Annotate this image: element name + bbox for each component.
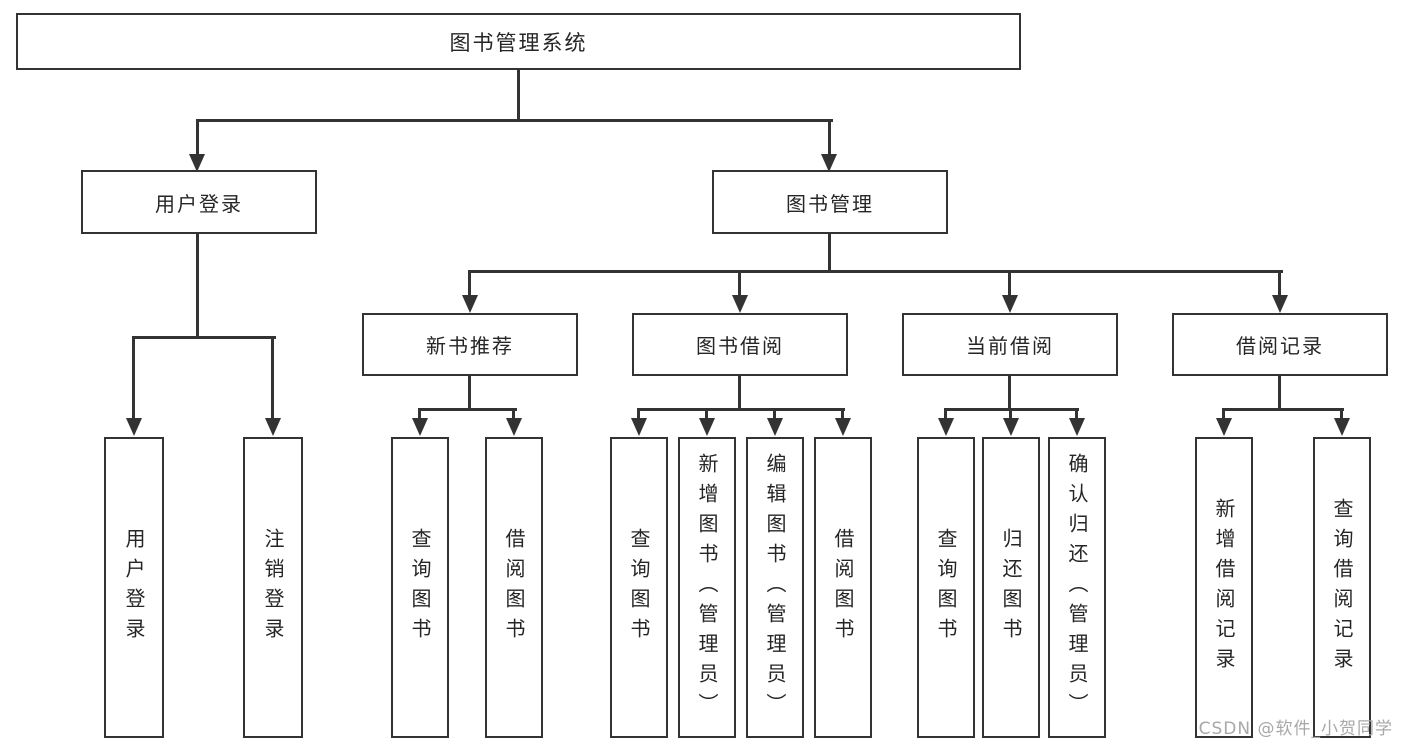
connector-line [468,376,471,410]
node-library-management-system: 图书管理系统 [16,13,1021,70]
connector-line [1075,408,1078,422]
node-logout-leaf: 注销登录 [243,437,303,738]
connector-line [705,408,708,422]
node-label: 用户登录 [155,191,243,216]
node-bb-add-books-admin: 新增图书（管理员） [678,437,736,738]
node-label: 新增借阅记录 [1212,497,1236,678]
node-label: 查询借阅记录 [1330,497,1354,678]
connector-line [1222,408,1344,411]
arrowhead-down-icon [189,154,205,172]
arrowhead-down-icon [835,418,851,436]
arrowhead-down-icon [938,418,954,436]
node-label: 借阅图书 [831,527,855,648]
node-label: 图书管理 [786,191,874,216]
csdn-watermark: CSDN @软件_小贺同学 [1198,719,1393,739]
connector-line [773,408,776,422]
connector-line [132,336,135,422]
arrowhead-down-icon [821,154,837,172]
connector-line [468,270,1283,273]
node-borrowing-records: 借阅记录 [1172,313,1388,376]
node-label: 当前借阅 [966,334,1054,358]
arrowhead-down-icon [506,418,522,436]
node-label: 新增图书（管理员） [695,452,719,723]
connector-line [517,70,520,120]
arrowhead-down-icon [265,418,281,436]
node-bb-edit-books-admin: 编辑图书（管理员） [746,437,804,738]
arrowhead-down-icon [1216,418,1232,436]
connector-line [1278,270,1281,298]
arrowhead-down-icon [732,295,748,313]
node-label: 借阅图书 [502,527,526,648]
arrowhead-down-icon [412,418,428,436]
node-cb-query-books: 查询图书 [917,437,975,738]
connector-line [738,270,741,298]
arrowhead-down-icon [462,295,478,313]
connector-line [512,408,515,422]
node-label: 注销登录 [261,527,285,648]
connector-line [944,408,947,422]
connector-line [1340,408,1343,422]
connector-line [637,408,640,422]
connector-line [196,233,199,338]
connector-line [418,408,421,422]
node-label: 查询图书 [627,527,651,648]
node-cb-return-books: 归还图书 [982,437,1040,738]
connector-line [828,119,831,158]
node-new-book-recommendation: 新书推荐 [362,313,578,376]
connector-line [271,336,274,422]
arrowhead-down-icon [1002,295,1018,313]
arrowhead-down-icon [1334,418,1350,436]
node-user-login-leaf: 用户登录 [104,437,164,738]
arrowhead-down-icon [699,418,715,436]
connector-line [1008,376,1011,410]
node-label: 新书推荐 [426,334,514,358]
node-bb-query-books: 查询图书 [610,437,668,738]
node-nbr-borrow-books: 借阅图书 [485,437,543,738]
arrowhead-down-icon [1272,295,1288,313]
connector-line [1009,408,1012,422]
arrowhead-down-icon [1003,418,1019,436]
connector-line [196,119,199,158]
connector-line [738,376,741,410]
arrowhead-down-icon [767,418,783,436]
connector-line [1278,376,1281,410]
node-user-login: 用户登录 [81,170,317,234]
connector-line [637,408,845,411]
node-label: 确认归还（管理员） [1065,452,1089,723]
arrowhead-down-icon [1069,418,1085,436]
node-br-add-record: 新增借阅记录 [1195,437,1253,738]
node-cb-confirm-return-admin: 确认归还（管理员） [1048,437,1106,738]
node-label: 图书管理系统 [449,30,588,55]
node-label: 归还图书 [999,527,1023,648]
node-label: 图书借阅 [696,334,784,358]
node-book-borrowing: 图书借阅 [632,313,848,376]
connector-line [841,408,844,422]
connector-line [418,408,517,411]
connector-line [1008,270,1011,298]
node-label: 借阅记录 [1236,334,1324,358]
node-label: 编辑图书（管理员） [763,452,787,723]
node-label: 用户登录 [122,527,146,648]
node-label: 查询图书 [934,527,958,648]
connector-line [196,119,833,122]
connector-line [468,270,471,298]
connector-line [1222,408,1225,422]
arrowhead-down-icon [631,418,647,436]
node-bb-borrow-books: 借阅图书 [814,437,872,738]
node-br-query-record: 查询借阅记录 [1313,437,1371,738]
node-label: 查询图书 [408,527,432,648]
arrowhead-down-icon [126,418,142,436]
node-current-borrowing: 当前借阅 [902,313,1118,376]
connector-line [828,233,831,273]
node-book-management: 图书管理 [712,170,948,234]
node-nbr-query-books: 查询图书 [391,437,449,738]
connector-line [132,336,276,339]
